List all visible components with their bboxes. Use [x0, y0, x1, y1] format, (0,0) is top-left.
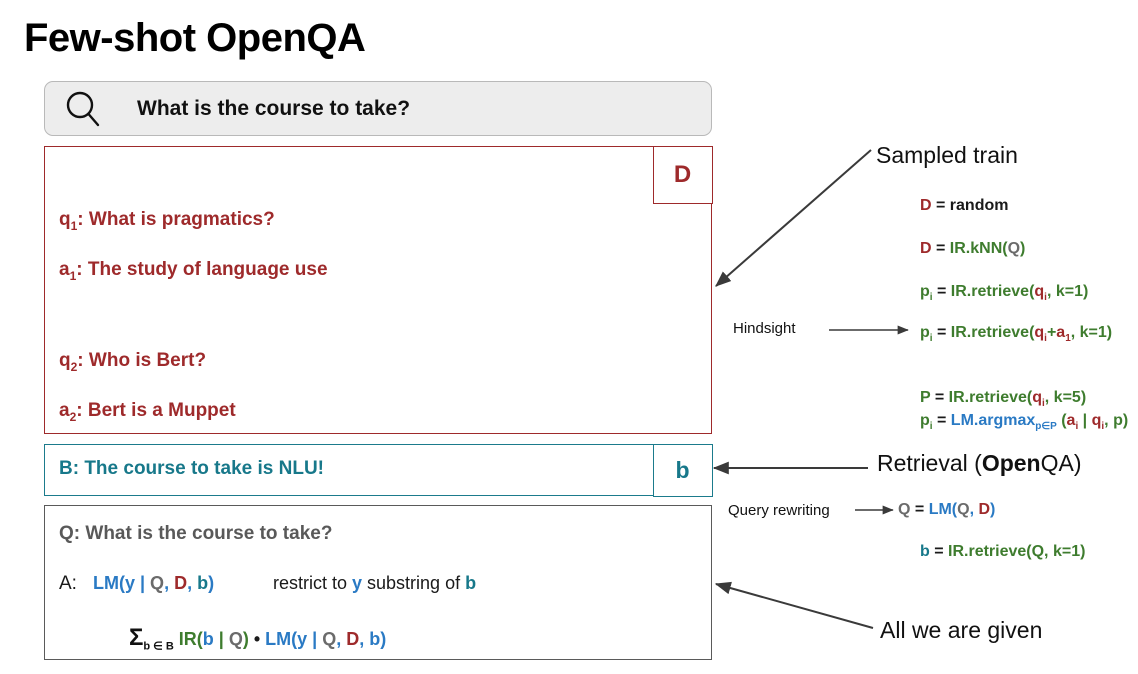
formula-q-rewrite: Q = LM(Q, D)	[898, 501, 996, 518]
annotation-all-we-are-given: All we are given	[880, 617, 1043, 643]
annotation-hindsight: Hindsight	[733, 320, 796, 337]
demo-line-a1: a1: The study of language use	[59, 259, 328, 283]
annotation-retrieval-openqa: Retrieval (OpenQA)	[877, 450, 1082, 476]
prompt-question: Q: What is the course to take?	[59, 523, 333, 544]
formula-d-random: D = random	[920, 197, 1009, 214]
search-bar[interactable]: What is the course to take?	[44, 81, 712, 136]
belief-box: B: The course to take is NLU! b	[44, 443, 713, 497]
formula-p-retrieve-q: pi = IR.retrieve(qi, k=1)	[920, 283, 1089, 304]
belief-badge-b: b	[652, 443, 713, 497]
formula-P-retrieve-k5: P = IR.retrieve(qi, k=5)	[920, 389, 1087, 410]
prompt-box: Q: What is the course to take? A: LM(y |…	[44, 505, 712, 660]
annotation-sampled-train: Sampled train	[876, 142, 1018, 168]
formula-p-argmax: pi = LM.argmaxp∈P (ai | qi, p)	[920, 412, 1129, 433]
formula-b-retrieve: b = IR.retrieve(Q, k=1)	[920, 543, 1086, 560]
demo-line-q2: q2: Who is Bert?	[59, 350, 207, 374]
arrow-sampled-train	[715, 149, 872, 287]
demo-line-a2: a2: Bert is a Muppet	[59, 400, 236, 424]
prompt-sum-expression: Σb ∈ B IR(b | Q) • LM(y | Q, D, b)	[129, 624, 387, 653]
formula-d-knn: D = IR.kNN(Q)	[920, 240, 1026, 257]
prompt-answer-expression: LM(y | Q, D, b)	[93, 573, 215, 593]
arrow-all-we-are-given	[714, 581, 874, 629]
formula-p-retrieve-q-plus-a: pi = IR.retrieve(qi+a1, k=1)	[920, 324, 1113, 345]
demo-badge-D: D	[652, 145, 713, 204]
demonstrations-box: D q1: What is pragmatics? a1: The study …	[44, 145, 713, 434]
search-icon	[61, 89, 107, 129]
demo-line-q1: q1: What is pragmatics?	[59, 209, 275, 233]
annotation-query-rewriting: Query rewriting	[728, 502, 830, 519]
prompt-answer-note: restrict to y substring of b	[273, 573, 477, 593]
belief-text: B: The course to take is NLU!	[59, 458, 324, 479]
search-query-text: What is the course to take?	[137, 96, 411, 120]
page-title: Few-shot OpenQA	[24, 16, 366, 60]
prompt-answer-label: A:	[59, 573, 77, 594]
